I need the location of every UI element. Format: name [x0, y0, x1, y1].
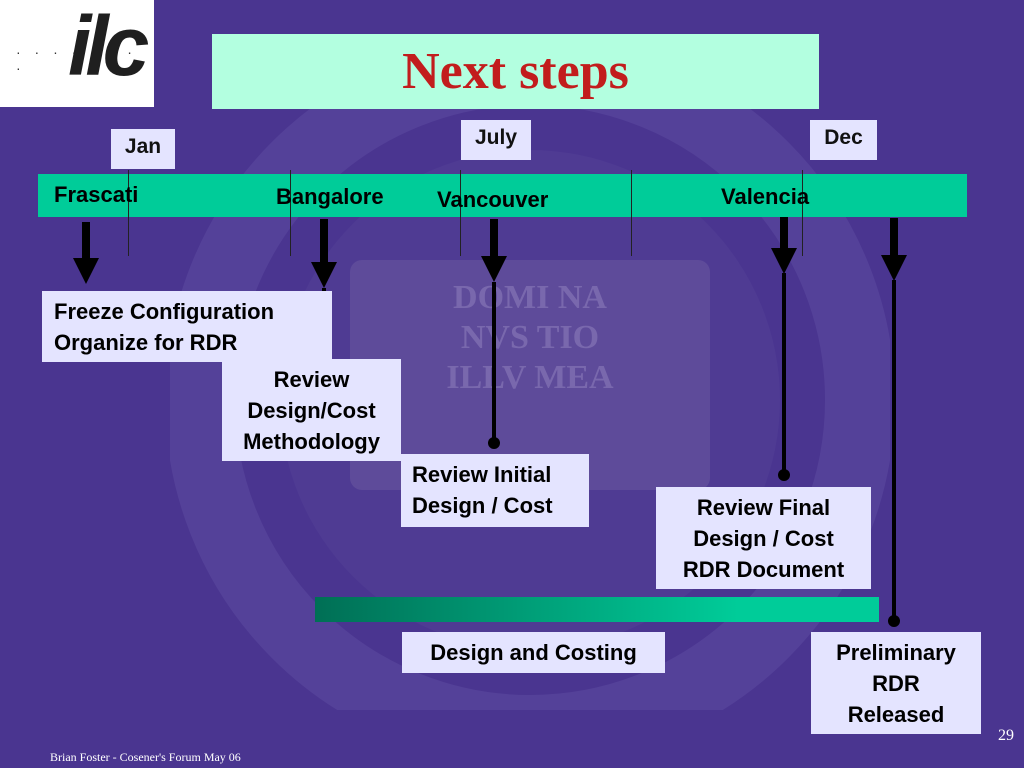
city-vancouver: Vancouver [437, 187, 549, 212]
milestone-review-final: Review Final Design / Cost RDR Document [656, 487, 871, 589]
arrow-down-icon [481, 256, 507, 282]
box-line: Review Initial [412, 462, 552, 487]
box-line: Review Final [696, 495, 831, 520]
box-line: RDR Document [682, 557, 845, 582]
arrow-line [320, 219, 328, 263]
arrow-down-icon [881, 255, 907, 281]
connector-dot [888, 615, 900, 627]
milestone-review-initial: Review Initial Design / Cost [401, 454, 589, 527]
city-valencia: Valencia [721, 184, 810, 209]
box-line: Methodology [243, 429, 380, 454]
arrow-line [490, 219, 498, 257]
box-line: Design / Cost [412, 493, 553, 518]
connector-line [782, 273, 786, 475]
timeline-divider [802, 170, 803, 256]
milestone-freeze-configuration: Freeze Configuration Organize for RDR [42, 291, 332, 362]
timeline-divider [460, 170, 461, 256]
timeline-divider [631, 170, 632, 256]
logo-dots: · · · · · · · · [16, 44, 137, 76]
page-number: 29 [998, 727, 1014, 744]
connector-dot [488, 437, 500, 449]
timeline-divider [128, 170, 129, 256]
connector-line [892, 280, 896, 620]
design-and-costing-label: Design and Costing [402, 632, 665, 673]
box-line: RDR [872, 671, 920, 696]
crest-text-line2: NVS TIO [461, 319, 599, 356]
month-label-dec: Dec [810, 120, 877, 160]
box-line: Organize for RDR [54, 330, 238, 355]
city-bangalore: Bangalore [276, 184, 384, 209]
month-label-july: July [461, 120, 531, 160]
milestone-preliminary-rdr: Preliminary RDR Released [811, 632, 981, 734]
connector-line [492, 282, 496, 442]
city-frascati: Frascati [54, 182, 139, 207]
ilc-logo: · · · · · · · · ilc [0, 0, 154, 107]
arrow-line [780, 217, 788, 249]
milestone-review-methodology: Review Design/Cost Methodology [222, 359, 401, 461]
box-line: Freeze Configuration [54, 299, 275, 324]
timeline-bar [38, 174, 967, 217]
month-label-jan: Jan [111, 129, 175, 169]
page-title: Next steps [402, 43, 629, 100]
logo-text: ilc [68, 0, 149, 93]
box-line: Released [847, 702, 945, 727]
box-line: Review [273, 367, 350, 392]
title-box: Next steps [212, 34, 819, 109]
arrow-line [890, 218, 898, 256]
arrow-down-icon [73, 258, 99, 284]
connector-dot [778, 469, 790, 481]
crest-text-line1: DOMI NA [453, 279, 607, 316]
timeline-divider [290, 170, 291, 256]
arrow-down-icon [771, 248, 797, 274]
box-line: Design/Cost [247, 398, 376, 423]
box-line: Design / Cost [693, 526, 834, 551]
footer-text: Brian Foster - Cosener's Forum May 06 [50, 750, 241, 764]
box-line: Preliminary [836, 640, 956, 665]
arrow-down-icon [311, 262, 337, 288]
crest-text-line3: ILLV MEA [446, 359, 614, 396]
design-costing-gradient-bar [315, 597, 879, 622]
arrow-line [82, 222, 90, 260]
